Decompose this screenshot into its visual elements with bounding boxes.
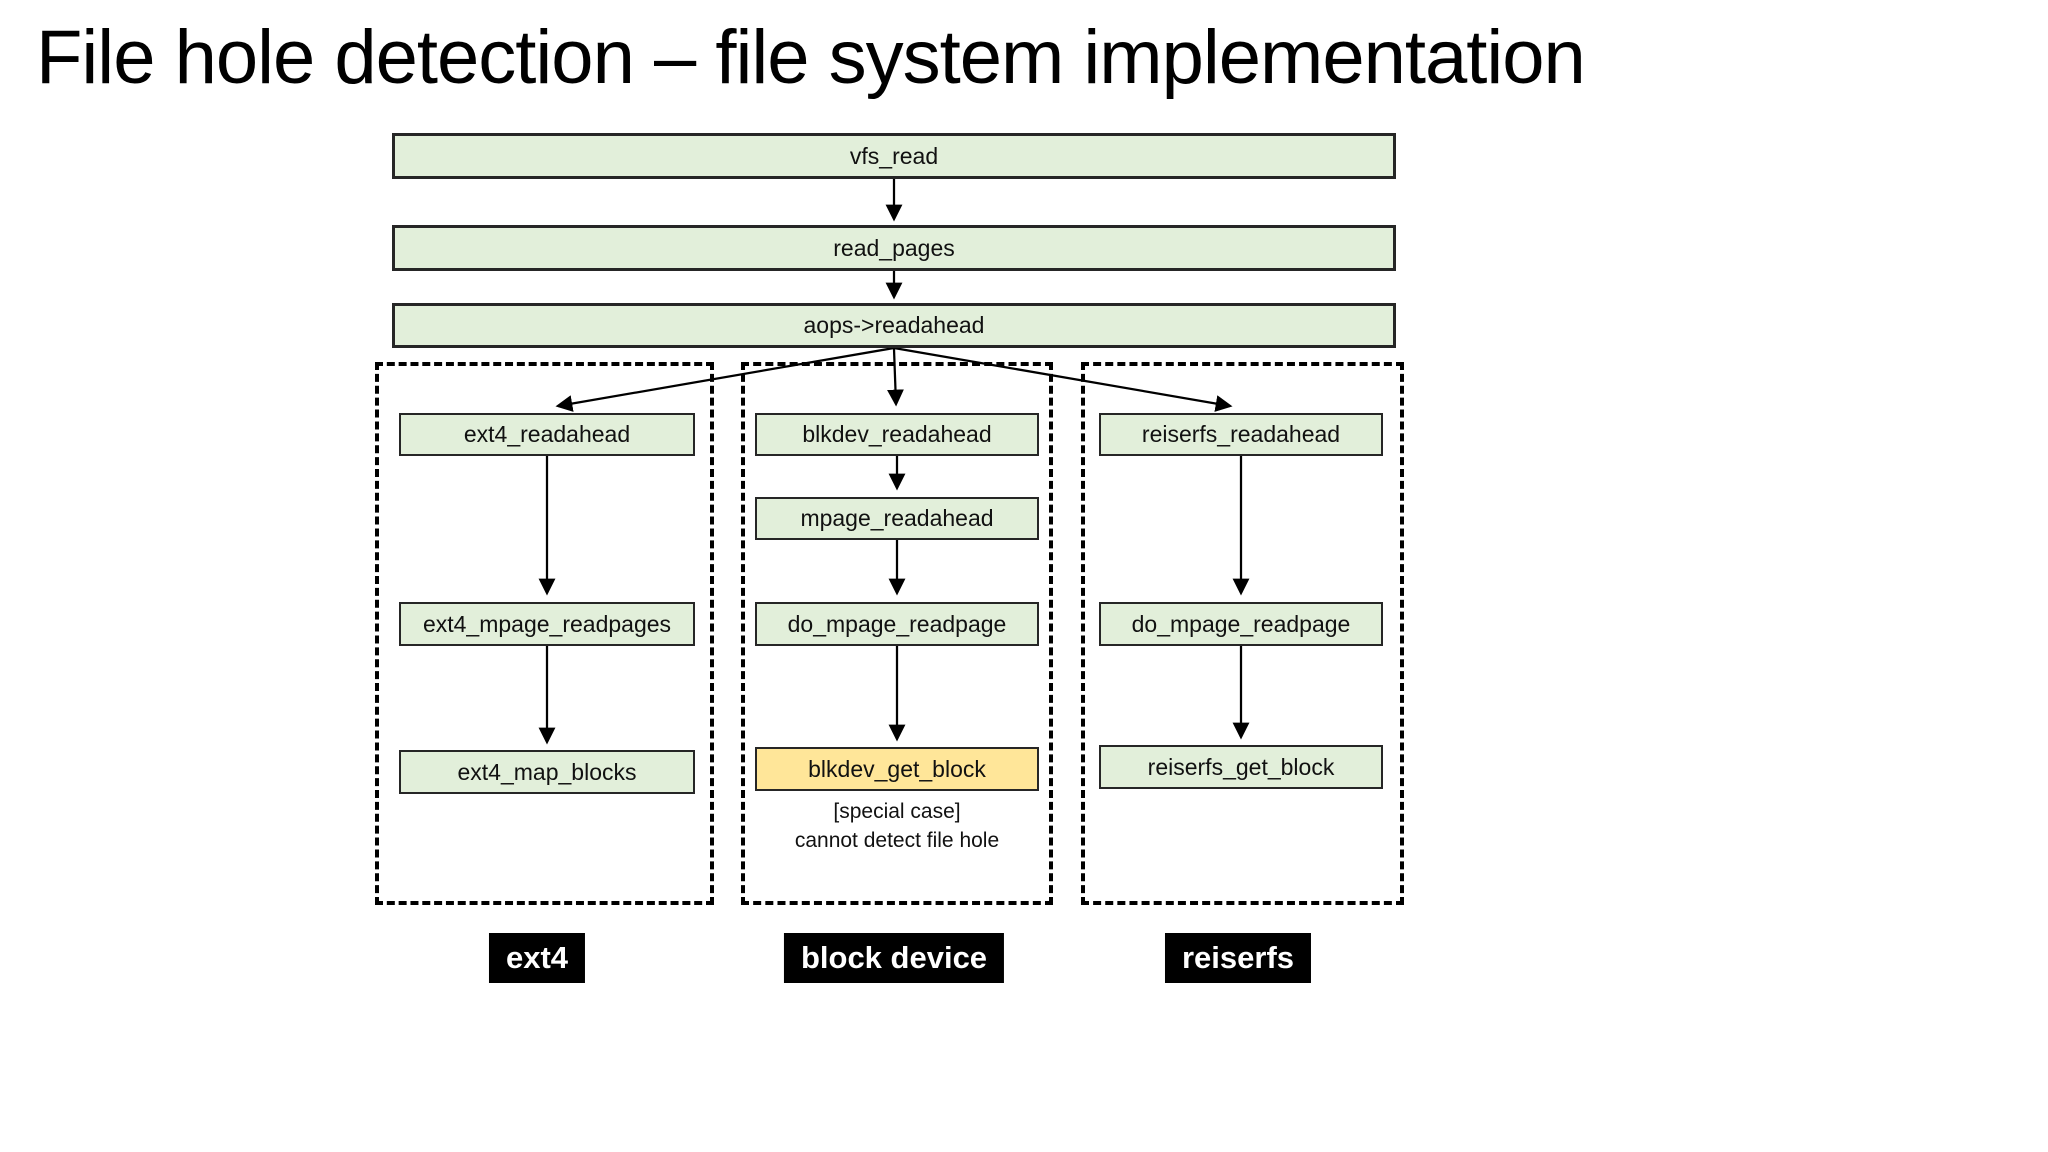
fs-label-block-device: block device [783,933,1005,983]
node-do-mpage-readpage-reiserfs: do_mpage_readpage [1099,602,1383,646]
node-ext4-readahead: ext4_readahead [399,413,695,456]
fs-label-reiserfs: reiserfs [1164,933,1312,983]
node-aops-readahead: aops->readahead [392,303,1396,348]
fs-label-ext4: ext4 [488,933,586,983]
node-reiserfs-get-block: reiserfs_get_block [1099,745,1383,789]
node-mpage-readahead: mpage_readahead [755,497,1039,540]
node-ext4-map-blocks: ext4_map_blocks [399,750,695,794]
group-frame-block-device [741,362,1053,905]
node-do-mpage-readpage-blockdev: do_mpage_readpage [755,602,1039,646]
group-frame-reiserfs [1081,362,1404,905]
node-blkdev-readahead: blkdev_readahead [755,413,1039,456]
special-case-note: [special case] cannot detect file hole [741,797,1053,855]
node-vfs-read: vfs_read [392,133,1396,179]
node-ext4-mpage-readpages: ext4_mpage_readpages [399,602,695,646]
node-blkdev-get-block: blkdev_get_block [755,747,1039,791]
special-case-note-line1: [special case] [833,800,961,823]
slide-title: File hole detection – file system implem… [36,15,1586,100]
node-read-pages: read_pages [392,225,1396,271]
special-case-note-line2: cannot detect file hole [794,829,1000,852]
group-frame-ext4 [375,362,714,905]
node-reiserfs-readahead: reiserfs_readahead [1099,413,1383,456]
